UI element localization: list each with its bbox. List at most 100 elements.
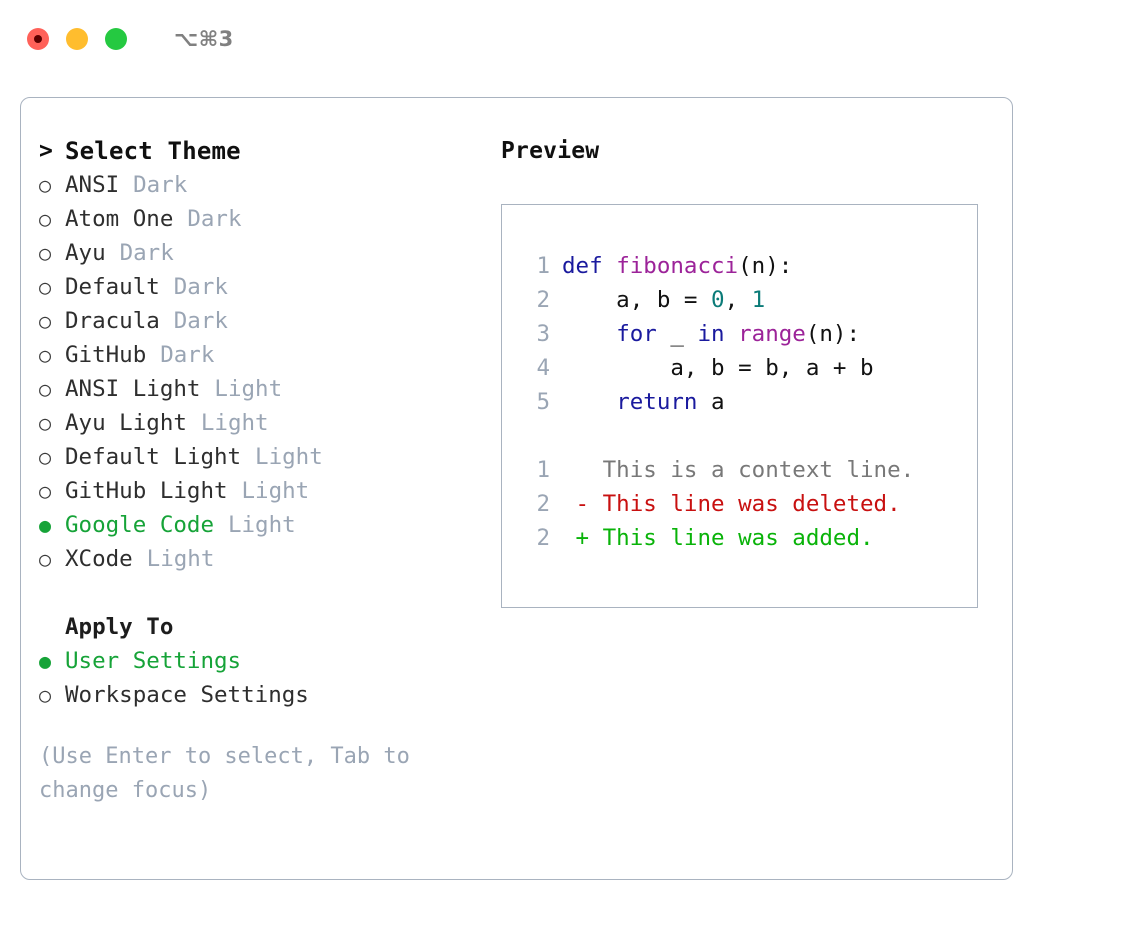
code-token	[562, 389, 616, 415]
hint-text: (Use Enter to select, Tab to change focu…	[39, 744, 410, 803]
radio-unselected-icon: ○	[39, 275, 52, 299]
theme-name-label: Ayu	[65, 240, 106, 266]
theme-variant-label: Dark	[173, 274, 228, 300]
theme-name-label: XCode	[65, 546, 133, 572]
code-token: (n):	[738, 253, 793, 279]
theme-variant-label: Dark	[160, 342, 215, 368]
code-line: 2 a, b = 0, 1	[524, 283, 977, 317]
theme-name-label: Google Code	[65, 512, 215, 538]
code-token: 1	[751, 287, 766, 313]
radio-unselected-icon: ○	[39, 309, 52, 333]
apply-to-option[interactable]: ○ Workspace Settings	[39, 678, 479, 712]
radio-unselected-icon: ○	[39, 683, 52, 707]
theme-list-item[interactable]: ○ GitHub Dark	[39, 338, 479, 372]
minimize-button[interactable]	[66, 28, 88, 50]
diff-line-text: + This line was added.	[562, 525, 874, 551]
apply-to-option-list: ● User Settings ○ Workspace Settings	[39, 644, 479, 712]
preview-heading: Preview	[501, 138, 600, 164]
page-title: Select Theme	[65, 137, 241, 165]
theme-name-label: GitHub	[65, 342, 147, 368]
code-token: a	[697, 389, 725, 415]
line-number: 4	[536, 355, 550, 381]
theme-name-label: Dracula	[65, 308, 160, 334]
code-token: a, b = b, a + b	[562, 355, 874, 381]
theme-variant-label: Light	[200, 410, 269, 436]
code-diff-gap	[524, 419, 977, 453]
theme-list-item[interactable]: ○ XCode Light	[39, 542, 479, 576]
theme-name-label: Default	[65, 274, 160, 300]
theme-variant-label: Light	[255, 444, 323, 470]
theme-name-label: Default Light	[65, 444, 242, 470]
radio-unselected-icon: ○	[39, 445, 52, 469]
code-token: a, b =	[562, 287, 712, 313]
code-token	[725, 321, 739, 347]
code-token: for	[616, 321, 657, 347]
code-line: 3 for _ in range(n):	[524, 317, 977, 351]
close-button[interactable]	[27, 28, 49, 50]
code-token: fibonacci	[616, 253, 739, 279]
line-number: 2	[536, 287, 550, 313]
radio-unselected-icon: ○	[39, 479, 52, 503]
radio-unselected-icon: ○	[39, 411, 52, 435]
diff-sample: 1 This is a context line.2 - This line w…	[524, 453, 977, 555]
theme-list-item[interactable]: ● Google Code Light	[39, 508, 479, 542]
radio-unselected-icon: ○	[39, 207, 52, 231]
line-number: 1	[536, 457, 550, 483]
line-number: 5	[536, 389, 550, 415]
apply-to-option-label: User Settings	[65, 648, 242, 674]
radio-unselected-icon: ○	[39, 173, 52, 197]
code-line: 1 def fibonacci(n):	[524, 249, 977, 283]
theme-variant-label: Light	[214, 376, 283, 402]
theme-variant-label: Light	[227, 512, 296, 538]
code-token: range	[738, 321, 806, 347]
theme-variant-label: Dark	[119, 240, 174, 266]
theme-variant-label: Dark	[133, 172, 188, 198]
code-token: 0	[711, 287, 725, 313]
theme-variant-label: Dark	[173, 308, 228, 334]
code-token: (n):	[805, 321, 861, 347]
apply-to-heading-row: Apply To	[39, 610, 479, 644]
theme-variant-label: Light	[241, 478, 310, 504]
diff-line-text: - This line was deleted.	[562, 491, 901, 517]
code-line: 5 return a	[524, 385, 977, 419]
theme-variant-label: Dark	[187, 206, 242, 232]
apply-to-option-label: Workspace Settings	[65, 682, 309, 708]
traffic-light-group	[27, 28, 127, 50]
apply-to-option[interactable]: ● User Settings	[39, 644, 479, 678]
theme-list-item[interactable]: ○ Dracula Dark	[39, 304, 479, 338]
keyboard-shortcut-label: ⌥⌘3	[174, 27, 234, 51]
maximize-button[interactable]	[105, 28, 127, 50]
radio-selected-icon: ●	[39, 649, 52, 673]
diff-line: 2 + This line was added.	[524, 521, 977, 555]
radio-unselected-icon: ○	[39, 241, 52, 265]
radio-unselected-icon: ○	[39, 343, 52, 367]
theme-variant-label: Light	[146, 546, 215, 572]
caret-icon: >	[39, 138, 53, 164]
code-token: def	[562, 253, 603, 279]
radio-selected-icon: ●	[39, 513, 52, 537]
theme-list-item[interactable]: ○ Default Light Light	[39, 440, 479, 474]
theme-list-item[interactable]: ○ Default Dark	[39, 270, 479, 304]
theme-list-item[interactable]: ○ Ayu Dark	[39, 236, 479, 270]
code-line: 4 a, b = b, a + b	[524, 351, 977, 385]
line-number: 3	[536, 321, 550, 347]
line-number: 2	[536, 491, 550, 517]
list-spacer	[39, 576, 479, 610]
code-token: ,	[724, 287, 752, 313]
code-token: return	[616, 389, 698, 415]
apply-to-heading: Apply To	[65, 614, 174, 640]
theme-list-heading-row: > Select Theme	[39, 134, 479, 168]
radio-unselected-icon: ○	[39, 547, 52, 571]
line-number: 1	[536, 253, 550, 279]
